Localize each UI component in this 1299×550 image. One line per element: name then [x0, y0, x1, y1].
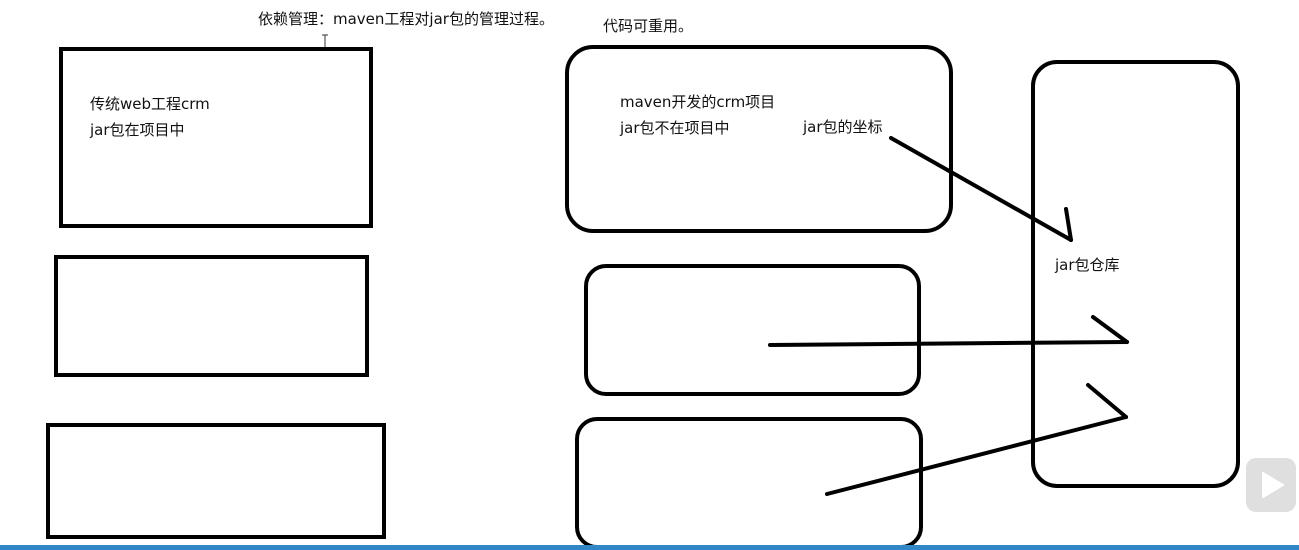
maven-project-title: maven开发的crm项目 [620, 93, 776, 111]
coordinate-to-repository-arrow [889, 136, 1073, 242]
dependency-management-note: 依赖管理：maven工程对jar包的管理过程。 [258, 10, 554, 28]
code-reuse-note: 代码可重用。 [603, 17, 694, 35]
project2-to-repository-arrow [768, 315, 1129, 347]
jar-coordinate-label: jar包的坐标 [803, 118, 883, 136]
maven-project-jar-note: jar包不在项目中 [620, 119, 730, 137]
play-icon [1262, 472, 1284, 498]
maven-project-box-2 [584, 264, 921, 396]
jar-repository-label: jar包仓库 [1055, 256, 1120, 274]
maven-crm-project-box [565, 45, 953, 233]
video-progress-bar[interactable] [0, 545, 1299, 550]
traditional-project-box-2 [54, 255, 369, 377]
jar-repository-box [1031, 60, 1240, 488]
play-button[interactable] [1246, 458, 1296, 512]
project3-to-repository-arrow [825, 383, 1128, 496]
traditional-crm-project-box [59, 47, 373, 228]
traditional-project-jar-note: jar包在项目中 [90, 121, 185, 139]
traditional-project-title: 传统web工程crm [90, 95, 210, 113]
traditional-project-box-3 [46, 423, 386, 539]
